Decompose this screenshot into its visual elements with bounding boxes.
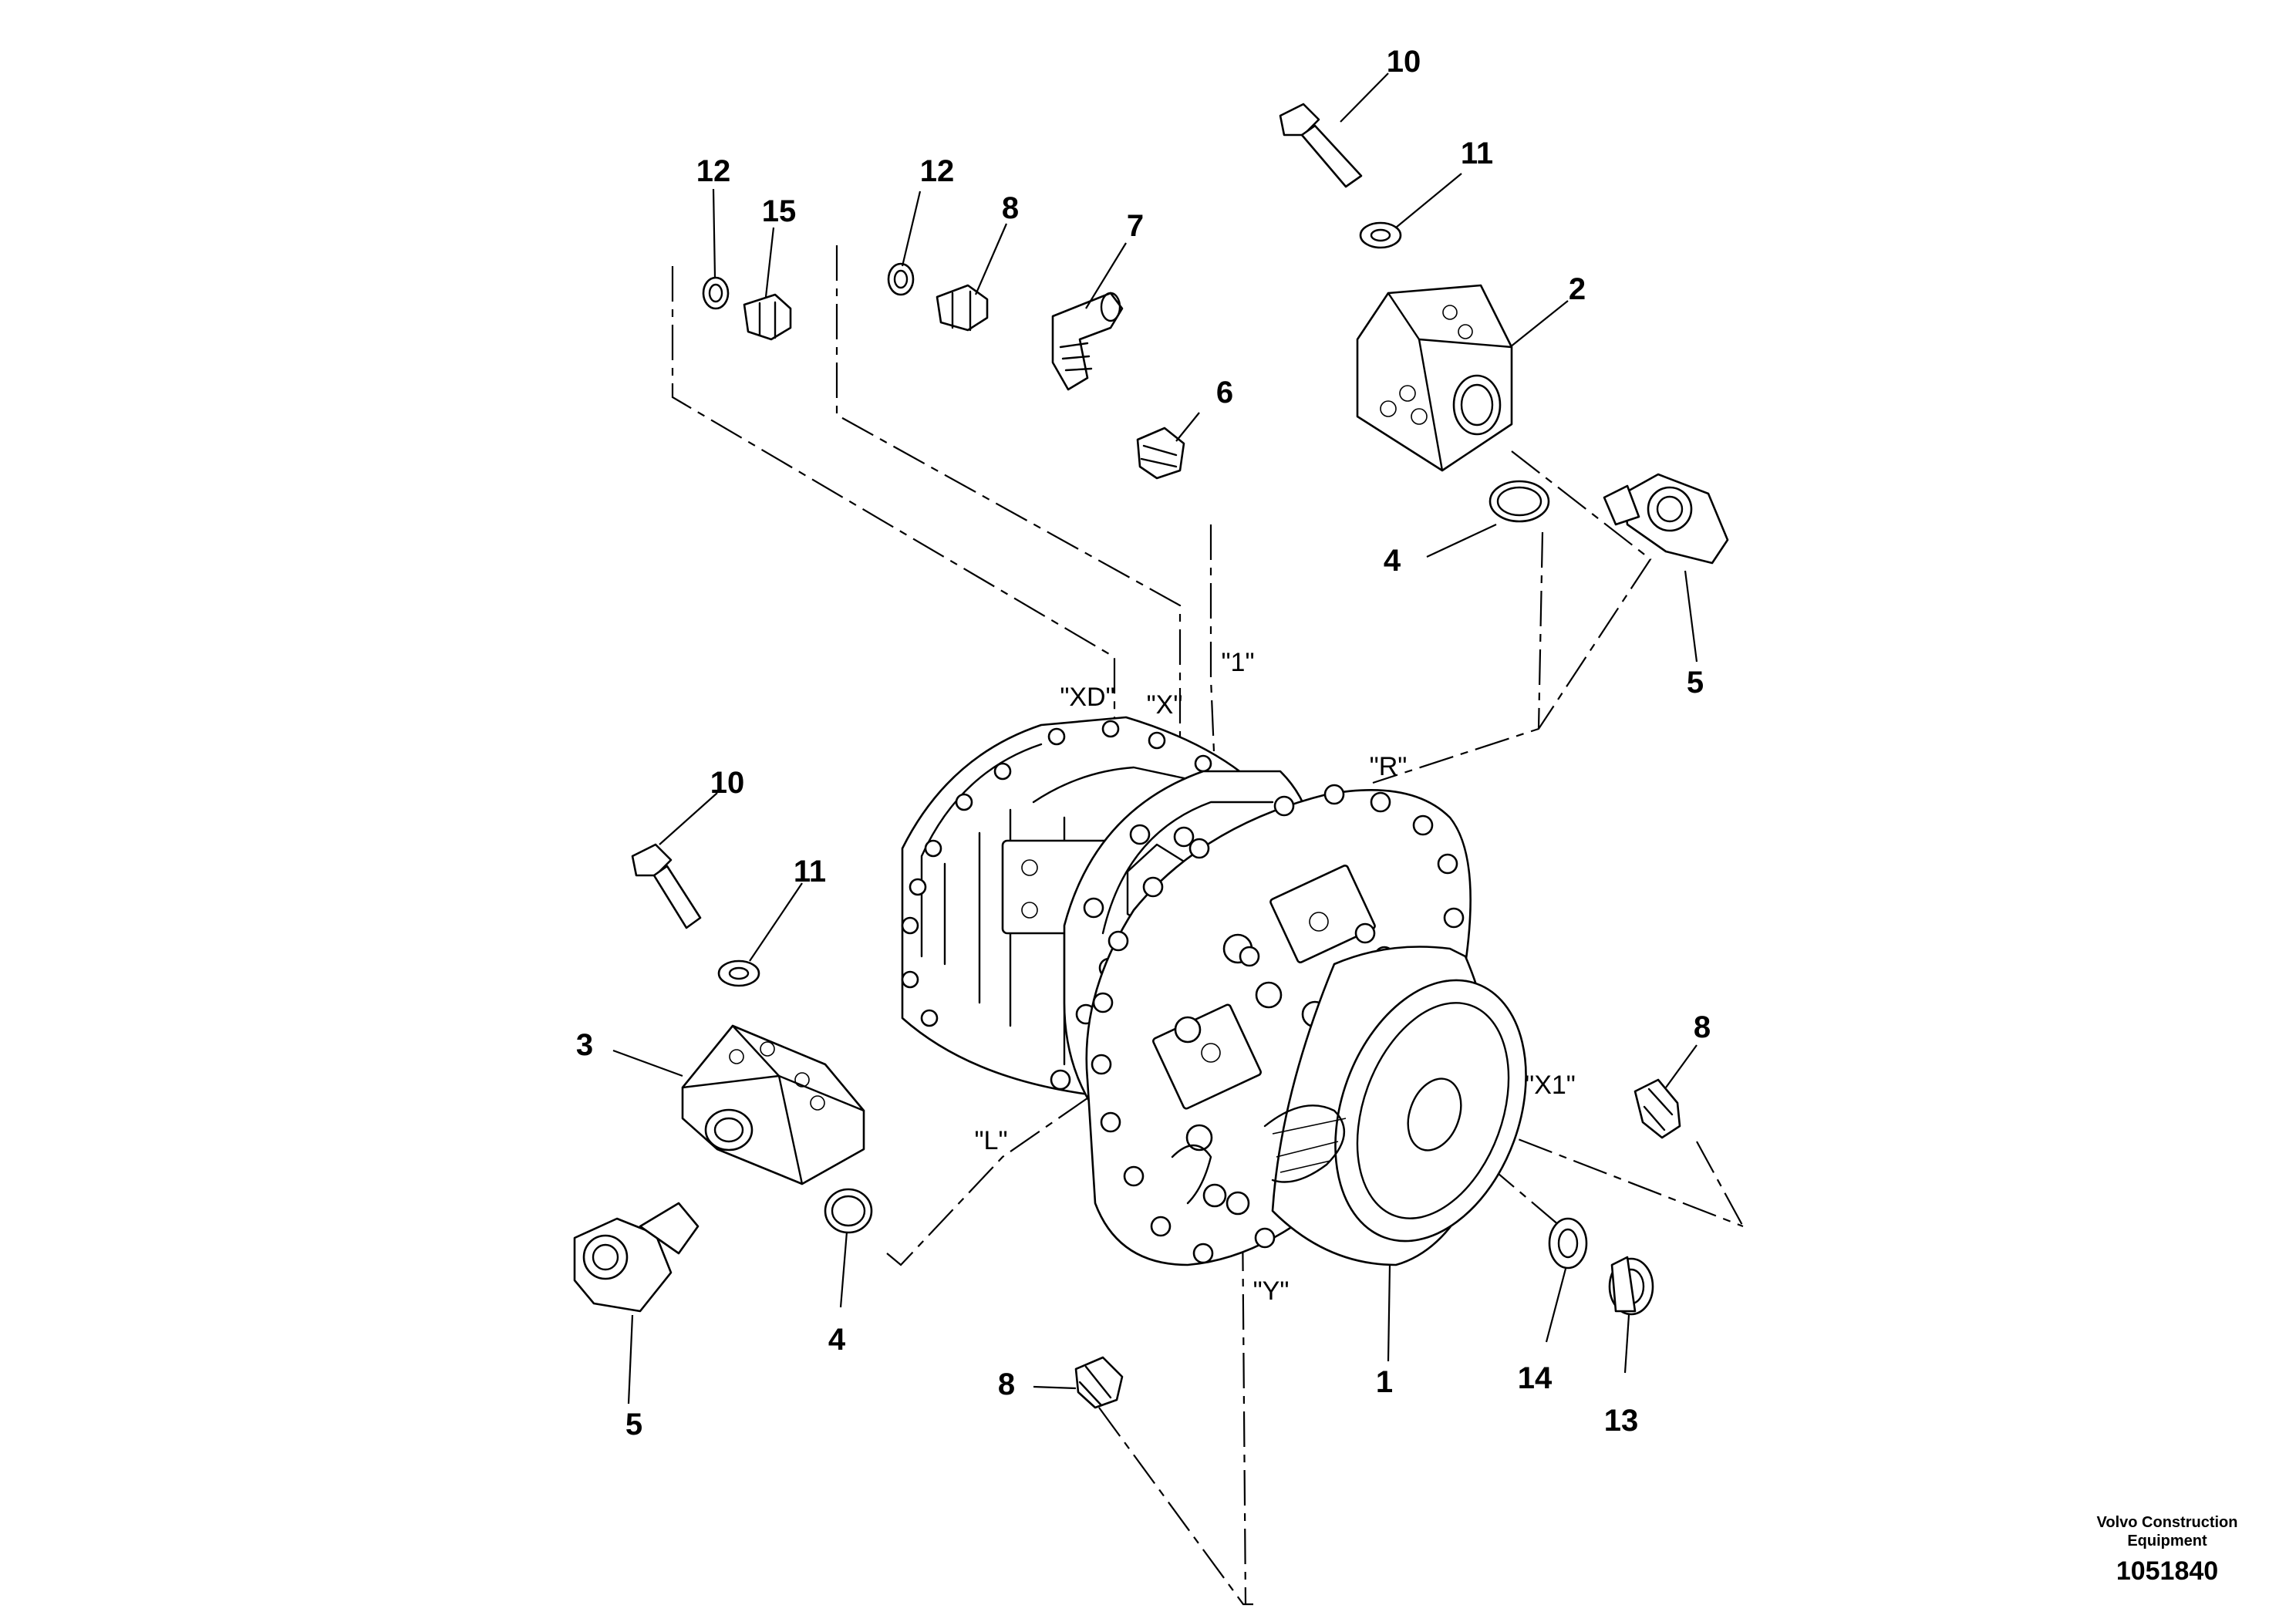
travel-motor-assembly [901, 716, 1527, 1266]
manifold-block-upper [1356, 284, 1513, 472]
callout-12-left: 12 [696, 154, 731, 188]
port-labels: "XD" "X" "1" "R" "L" "X1" "Y" [974, 648, 1575, 1306]
bolt-10-lower [631, 843, 702, 929]
elbow-fitting-7 [1051, 292, 1124, 391]
callout-14: 14 [1518, 1361, 1553, 1395]
callout-10-lower: 10 [710, 766, 745, 800]
callout-15: 15 [762, 194, 797, 228]
manifold-block-lower [681, 1024, 865, 1185]
port-label-l: "L" [974, 1126, 1007, 1155]
callout-8-upper: 8 [1002, 191, 1019, 225]
port-label-1: "1" [1221, 648, 1254, 677]
elbow-fitting-upper [1603, 473, 1729, 565]
plug-13 [1608, 1256, 1654, 1316]
adapter-fitting-6 [1136, 427, 1185, 480]
seal-ring-12-left [702, 276, 730, 310]
washer-11-lower [717, 959, 760, 987]
callout-13: 13 [1604, 1404, 1639, 1438]
port-label-xd: "XD" [1060, 683, 1114, 712]
callout-8-bottom: 8 [998, 1367, 1015, 1401]
leader-lines [612, 73, 1698, 1404]
callout-4-lower: 4 [828, 1323, 846, 1357]
plug-fitting-15 [743, 293, 792, 341]
elbow-fitting-lower [573, 1202, 700, 1313]
brand-caption: Volvo Construction Equipment [2096, 1514, 2238, 1549]
callout-5-upper: 5 [1687, 666, 1704, 700]
plug-fitting-8-right [1633, 1078, 1681, 1139]
callout-5-lower: 5 [625, 1408, 642, 1442]
callout-numbers: 10 11 2 4 5 6 7 8 12 15 12 10 11 3 4 5 8… [576, 45, 1711, 1442]
seal-ring-12-right [887, 262, 915, 296]
callout-3: 3 [576, 1028, 593, 1062]
callout-11-lower: 11 [794, 855, 826, 889]
callout-1: 1 [1376, 1365, 1393, 1399]
washer-11-upper [1359, 221, 1402, 249]
callout-7: 7 [1127, 209, 1144, 243]
plug-fitting-8-bottom [1074, 1356, 1124, 1409]
callout-2: 2 [1569, 272, 1586, 306]
port-label-x1: "X1" [1525, 1071, 1576, 1100]
plug-fitting-8-upper [936, 284, 989, 332]
callout-4-upper: 4 [1384, 544, 1401, 578]
washer-14 [1548, 1217, 1588, 1270]
port-label-x: "X" [1147, 690, 1183, 720]
callout-6: 6 [1216, 376, 1233, 410]
callout-10-upper: 10 [1387, 45, 1421, 79]
port-label-r: "R" [1370, 752, 1408, 781]
callout-12-right: 12 [920, 154, 955, 188]
callout-8-right: 8 [1694, 1010, 1711, 1044]
bolt-10-upper [1279, 103, 1363, 188]
callout-11-upper: 11 [1461, 137, 1493, 170]
document-number: 1051840 [2116, 1556, 2219, 1586]
port-label-y: "Y" [1253, 1276, 1290, 1306]
